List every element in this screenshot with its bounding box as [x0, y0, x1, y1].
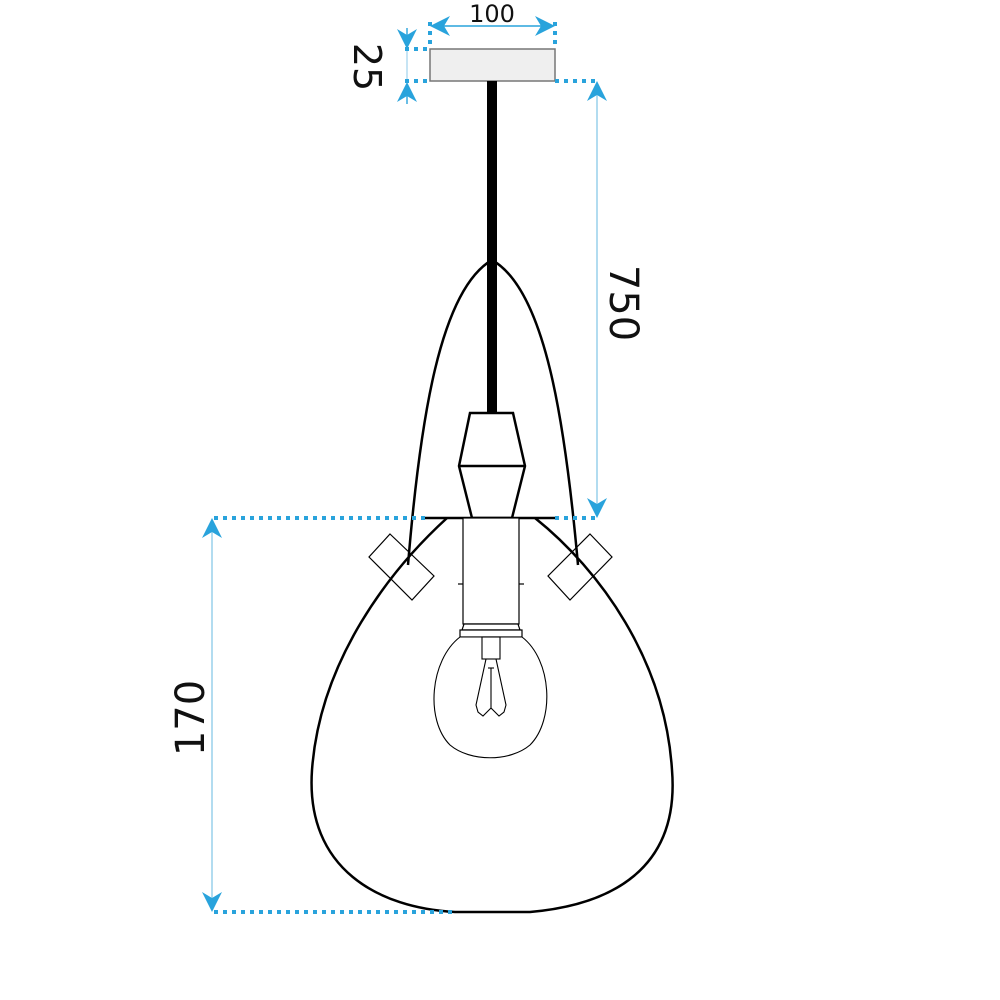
dimension-label-100: 100	[469, 0, 515, 28]
light-bulb	[433, 636, 548, 759]
dimension-shade-height: 170	[168, 516, 455, 914]
glass-shade	[310, 517, 674, 914]
dimension-label-25: 25	[345, 43, 389, 91]
shade-clip-left	[368, 533, 435, 601]
dimension-label-170: 170	[168, 680, 214, 756]
lamp-socket	[458, 517, 524, 638]
ceiling-canopy	[429, 48, 556, 82]
dimension-label-750: 750	[600, 265, 646, 341]
socket-top-cap	[457, 411, 527, 520]
dimension-drop-length: 750	[555, 79, 646, 520]
power-cable	[487, 81, 497, 416]
dimension-canopy-width: 100	[428, 0, 557, 49]
dimension-canopy-height: 25	[345, 28, 430, 104]
shade-hanger-wire	[406, 258, 580, 566]
shade-clip-right	[547, 533, 613, 601]
